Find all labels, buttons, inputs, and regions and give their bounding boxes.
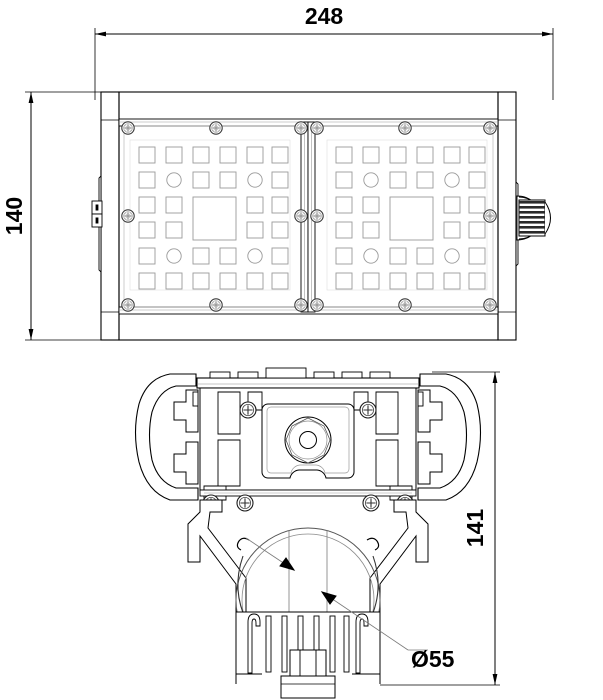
bracket-arm-left [134, 373, 199, 501]
dimension-height-141: 141 [380, 371, 500, 686]
dimension-height-140: 140 [1, 91, 108, 341]
cable-gland [516, 195, 551, 241]
led-module-left [129, 139, 291, 291]
led-lens-circle [444, 248, 460, 264]
screw-head [310, 121, 324, 135]
screw-head [121, 209, 135, 223]
dimension-label-width: 248 [305, 3, 344, 29]
screw-head [209, 121, 223, 135]
led-center-block [192, 196, 237, 241]
section-view: Ø55 [134, 367, 482, 699]
screw-head [209, 298, 223, 312]
screw-head [359, 401, 377, 419]
led-lens-circle [363, 248, 379, 264]
pivot-boss [261, 403, 355, 479]
led-lens-circle [444, 172, 460, 188]
screw-head [239, 401, 257, 419]
leader-diameter [245, 537, 428, 651]
front-view [91, 91, 551, 341]
screw-head [294, 209, 308, 223]
heat-sink-fins [235, 611, 381, 684]
led-lens-circle [166, 248, 182, 264]
gland-knurl [519, 201, 545, 234]
dimension-label-height-left: 140 [1, 197, 27, 235]
led-module-right [326, 139, 488, 291]
bracket-arm-right [417, 373, 482, 501]
screw-head [121, 298, 135, 312]
screw-head [398, 298, 412, 312]
screw-head [483, 298, 497, 312]
screw-head [483, 121, 497, 135]
screw-head [483, 209, 497, 223]
led-center-block [389, 196, 434, 241]
screw-head [398, 121, 412, 135]
dimension-label-height-right: 141 [462, 509, 488, 548]
screw-head [310, 298, 324, 312]
screw-head [294, 298, 308, 312]
mounting-bolt [280, 649, 336, 699]
screw-head [121, 121, 135, 135]
side-bracket-detail [91, 200, 103, 228]
screw-head [294, 121, 308, 135]
screw-head [310, 209, 324, 223]
dimension-label-diameter: Ø55 [411, 646, 455, 672]
led-lens-circle [363, 172, 379, 188]
led-lens-circle [166, 172, 182, 188]
screw-head [362, 494, 380, 512]
housing-outline [118, 91, 499, 341]
mounting-block [199, 387, 417, 501]
dimension-width-248: 248 [94, 3, 554, 100]
led-lens-circle [247, 248, 263, 264]
led-lens-circle [247, 172, 263, 188]
screw-head [236, 494, 254, 512]
right-end-cap [497, 91, 519, 341]
